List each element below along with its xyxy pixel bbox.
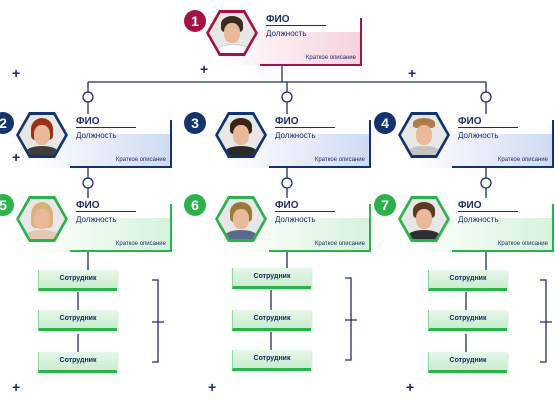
card-underline [269, 166, 371, 168]
org-card-6[interactable]: ФИО Должность Краткое описание [215, 196, 371, 252]
card-description: Краткое описание [497, 241, 548, 247]
employee-box[interactable]: Сотрудник [38, 310, 117, 331]
plus-icon[interactable]: + [12, 149, 21, 165]
card-fio: ФИО [275, 200, 299, 211]
number-badge-6: 6 [184, 194, 206, 216]
card-divider [76, 211, 136, 212]
card-position: Должность [275, 131, 316, 140]
org-card-2[interactable]: ФИО Должность Краткое описание [16, 112, 172, 168]
plus-icon[interactable]: + [12, 379, 21, 395]
employee-box[interactable]: Сотрудник [38, 270, 117, 291]
number-badge-5: 5 [0, 194, 14, 216]
employee-box[interactable]: Сотрудник [232, 268, 311, 289]
org-card-4[interactable]: ФИО Должность Краткое описание [398, 112, 554, 168]
card-underline [452, 250, 554, 252]
card-description: Краткое описание [115, 157, 166, 163]
card-edge [170, 204, 172, 252]
card-position: Должность [266, 29, 307, 38]
number-badge-3: 3 [184, 112, 206, 134]
number-badge-1: 1 [184, 10, 206, 32]
card-edge [552, 204, 554, 252]
card-divider [275, 211, 335, 212]
employee-box[interactable]: Сотрудник [38, 352, 117, 373]
org-card-7[interactable]: ФИО Должность Краткое описание [398, 196, 554, 252]
avatar [215, 196, 267, 242]
card-fio: ФИО [275, 116, 299, 127]
card-underline [260, 64, 362, 66]
card-edge [552, 120, 554, 168]
plus-icon[interactable]: + [12, 65, 21, 81]
card-fio: ФИО [76, 200, 100, 211]
card-edge [360, 18, 362, 66]
card-fio: ФИО [458, 200, 482, 211]
card-description: Краткое описание [314, 241, 365, 247]
card-description: Краткое описание [115, 241, 166, 247]
card-edge [369, 204, 371, 252]
card-underline [452, 166, 554, 168]
avatar [16, 196, 68, 242]
card-position: Должность [76, 131, 117, 140]
card-position: Должность [458, 215, 499, 224]
number-badge-4: 4 [374, 112, 396, 134]
card-position: Должность [458, 131, 499, 140]
plus-icon[interactable]: + [200, 61, 209, 77]
card-underline [70, 250, 172, 252]
card-underline [70, 166, 172, 168]
plus-icon[interactable]: + [408, 65, 417, 81]
number-badge-7: 7 [374, 194, 396, 216]
card-description: Краткое описание [305, 55, 356, 61]
card-edge [369, 120, 371, 168]
number-badge-2: 2 [0, 112, 14, 134]
employee-box[interactable]: Сотрудник [428, 310, 507, 331]
employee-box[interactable]: Сотрудник [428, 352, 507, 373]
avatar [206, 10, 258, 56]
card-description: Краткое описание [314, 157, 365, 163]
card-description: Краткое описание [497, 157, 548, 163]
card-edge [170, 120, 172, 168]
employee-box[interactable]: Сотрудник [232, 350, 311, 371]
employee-box[interactable]: Сотрудник [232, 310, 311, 331]
card-underline [269, 250, 371, 252]
card-divider [458, 211, 518, 212]
card-divider [266, 25, 326, 26]
plus-icon[interactable]: + [208, 379, 217, 395]
card-divider [458, 127, 518, 128]
org-card-5[interactable]: ФИО Должность Краткое описание [16, 196, 172, 252]
org-card-3[interactable]: ФИО Должность Краткое описание [215, 112, 371, 168]
employee-box[interactable]: Сотрудник [428, 270, 507, 291]
card-position: Должность [275, 215, 316, 224]
avatar [16, 112, 68, 158]
card-fio: ФИО [458, 116, 482, 127]
card-position: Должность [76, 215, 117, 224]
plus-icon[interactable]: + [406, 379, 415, 395]
org-card-1[interactable]: ФИО Должность Краткое описание [206, 10, 362, 66]
card-divider [275, 127, 335, 128]
card-fio: ФИО [266, 14, 290, 25]
card-divider [76, 127, 136, 128]
card-fio: ФИО [76, 116, 100, 127]
